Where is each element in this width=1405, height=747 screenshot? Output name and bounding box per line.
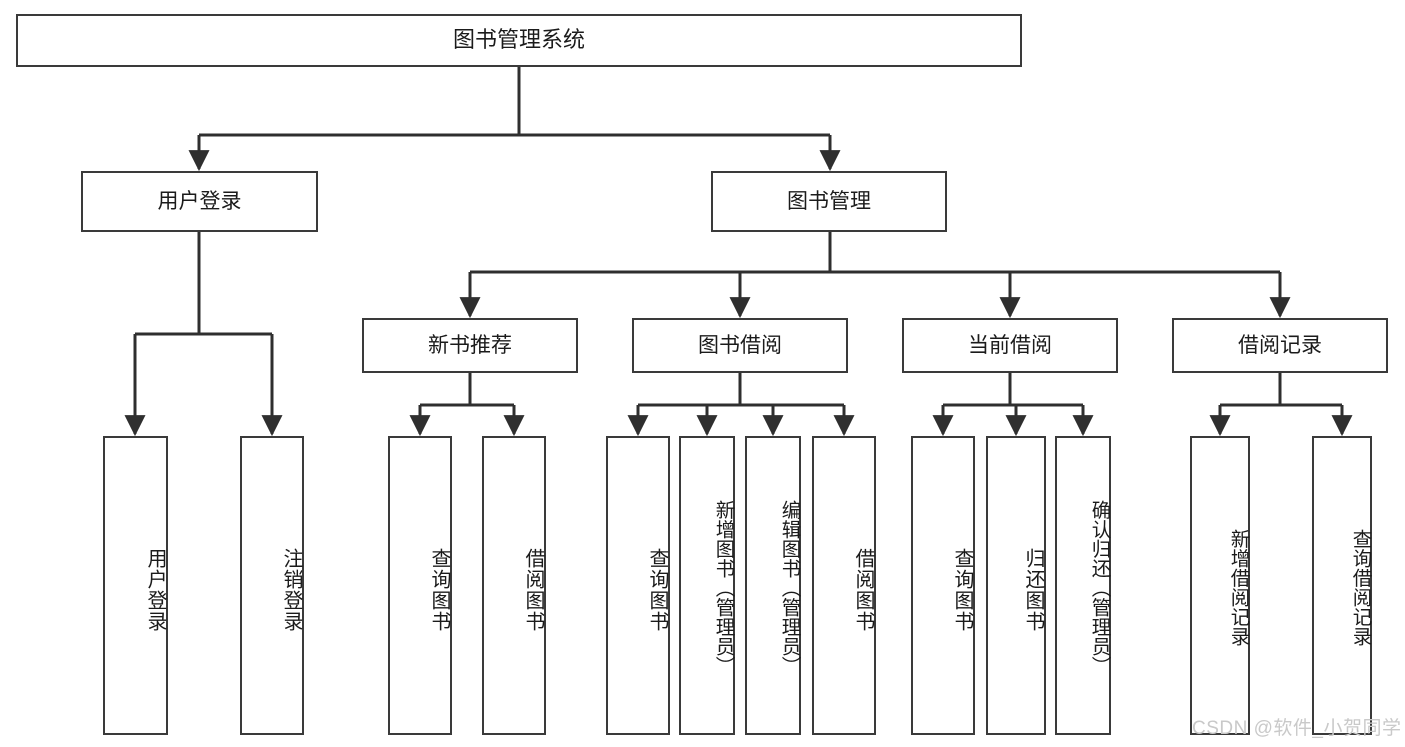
leaf-edit-book[interactable]: 编辑图书（管理员） bbox=[745, 436, 801, 735]
leaf-edit-book-label: 编辑图书（管理员） bbox=[778, 499, 800, 676]
leaf-query-borrow-record[interactable]: 查询借阅记录 bbox=[1312, 436, 1372, 735]
leaf-add-book[interactable]: 新增图书（管理员） bbox=[679, 436, 735, 735]
node-current-borrow-label: 当前借阅 bbox=[968, 333, 1052, 357]
leaf-confirm-return[interactable]: 确认归还（管理员） bbox=[1055, 436, 1111, 735]
leaf-query-book-3[interactable]: 查询图书 bbox=[911, 436, 975, 735]
node-book-borrow-label: 图书借阅 bbox=[698, 333, 782, 357]
leaf-query-book-1-label: 查询图书 bbox=[428, 547, 450, 632]
leaf-user-login[interactable]: 用户登录 bbox=[103, 436, 168, 735]
node-user-login[interactable]: 用户登录 bbox=[81, 171, 318, 232]
node-current-borrow[interactable]: 当前借阅 bbox=[902, 318, 1118, 373]
leaf-logout[interactable]: 注销登录 bbox=[240, 436, 304, 735]
leaf-borrow-book-2-label: 借阅图书 bbox=[852, 547, 874, 632]
leaf-add-borrow-record[interactable]: 新增借阅记录 bbox=[1190, 436, 1250, 735]
leaf-confirm-return-label: 确认归还（管理员） bbox=[1088, 499, 1110, 676]
node-new-book-recommend-label: 新书推荐 bbox=[428, 333, 512, 357]
leaf-query-borrow-record-label: 查询借阅记录 bbox=[1349, 529, 1371, 646]
leaf-return-book[interactable]: 归还图书 bbox=[986, 436, 1046, 735]
node-book-borrow[interactable]: 图书借阅 bbox=[632, 318, 848, 373]
leaf-borrow-book-2[interactable]: 借阅图书 bbox=[812, 436, 876, 735]
node-root[interactable]: 图书管理系统 bbox=[16, 14, 1022, 67]
leaf-add-borrow-record-label: 新增借阅记录 bbox=[1227, 529, 1249, 646]
leaf-query-book-1[interactable]: 查询图书 bbox=[388, 436, 452, 735]
leaf-logout-label: 注销登录 bbox=[280, 547, 302, 632]
leaf-query-book-3-label: 查询图书 bbox=[951, 547, 973, 632]
leaf-return-book-label: 归还图书 bbox=[1022, 547, 1044, 632]
node-new-book-recommend[interactable]: 新书推荐 bbox=[362, 318, 578, 373]
node-user-login-label: 用户登录 bbox=[157, 189, 242, 213]
watermark: CSDN @软件_小贺同学 bbox=[1192, 718, 1402, 739]
node-borrow-record[interactable]: 借阅记录 bbox=[1172, 318, 1388, 373]
leaf-add-book-label: 新增图书（管理员） bbox=[712, 499, 734, 676]
leaf-query-book-2-label: 查询图书 bbox=[646, 547, 668, 632]
leaf-borrow-book-1-label: 借阅图书 bbox=[522, 547, 544, 632]
node-root-label: 图书管理系统 bbox=[452, 27, 585, 53]
leaf-query-book-2[interactable]: 查询图书 bbox=[606, 436, 670, 735]
node-book-manage-label: 图书管理 bbox=[787, 189, 871, 213]
leaf-borrow-book-1[interactable]: 借阅图书 bbox=[482, 436, 546, 735]
node-book-manage[interactable]: 图书管理 bbox=[711, 171, 947, 232]
leaf-user-login-label: 用户登录 bbox=[144, 547, 166, 632]
node-borrow-record-label: 借阅记录 bbox=[1238, 333, 1322, 357]
